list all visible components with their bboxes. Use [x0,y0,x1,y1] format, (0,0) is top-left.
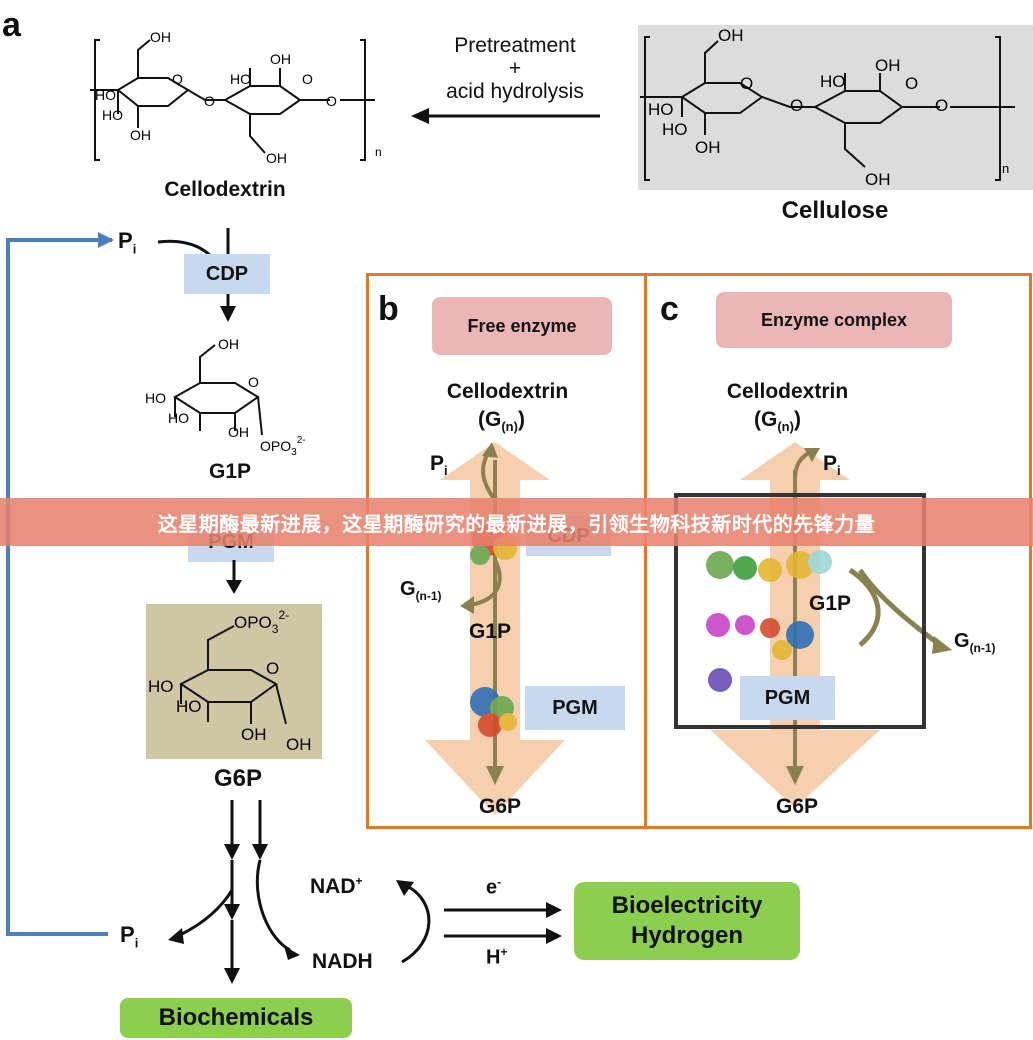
pgm-arrow-left [226,560,242,594]
svg-text:HO: HO [662,120,688,139]
svg-text:O: O [248,374,259,390]
h-plus-label: H+ [486,945,508,969]
svg-text:O: O [790,96,803,115]
panel-letter-c: c [660,290,679,328]
biochemicals-box: Biochemicals [120,998,352,1038]
svg-text:OH: OH [286,735,312,754]
svg-text:OH: OH [130,127,151,143]
enzyme-complex-title: Enzyme complex [716,292,952,348]
panel-c-flow [674,442,952,808]
headline-banner: 这星期酶最新进展，这星期酶研究的最新进展，引领生物科技新时代的先锋力量 [0,498,1033,546]
svg-text:O: O [935,96,948,115]
oh-label: OH [150,29,171,45]
pi-label-b: Pi [430,452,448,479]
svg-text:OPO32-: OPO32- [234,608,289,636]
svg-text:HO: HO [148,677,174,696]
svg-text:n: n [1002,161,1009,176]
g-n-label-c: (G(n)) [754,408,801,435]
svg-text:O: O [266,659,279,678]
g-n-minus-1-label-c: G(n-1) [954,630,996,655]
g1p-label-b: G1P [468,620,512,643]
g6p-structure-box [146,604,322,759]
svg-text:O: O [905,74,918,93]
nadh-label: NADH [312,950,373,973]
svg-text:OH: OH [266,150,287,166]
g6p-structure: OPO32- HO HO OH O OH [148,608,312,754]
svg-text:OH: OH [218,336,239,352]
hydrolysis-arrow [411,108,600,124]
cellulose-label: Cellulose [781,197,889,224]
panel-divider [644,273,647,829]
cellulose-structure: OH HO HO OH O O HO OH O O OH n [640,26,1015,189]
panel-bc-frame [366,273,1032,829]
pretreatment-text: Pretreatment + acid hydrolysis [446,34,584,104]
nad-label: NAD+ [310,874,363,898]
cellodextrin-label-c: Cellodextrin [726,380,849,403]
svg-text:OH: OH [695,138,721,157]
g6p-label-b: G6P [478,795,522,818]
svg-text:HO: HO [230,71,251,87]
svg-text:O: O [740,74,753,93]
g6p-label-c: G6P [775,795,819,818]
g1p-label-left: G1P [208,460,252,483]
pi-label-c: Pi [823,452,841,479]
pgm-box-b: PGM [525,686,625,730]
cellodextrin-label-b: Cellodextrin [446,380,569,403]
g1p-label-c: G1P [808,592,852,615]
svg-text:OH: OH [241,725,267,744]
pi-bottom-label: Pi [120,922,139,951]
svg-text:HO: HO [820,72,846,91]
g6p-label-left: G6P [213,765,263,792]
svg-text:HO: HO [176,697,202,716]
svg-text:HO: HO [95,87,116,103]
svg-text:HO: HO [648,100,674,119]
svg-text:OPO32-: OPO32- [260,435,306,455]
svg-text:O: O [302,71,313,87]
svg-text:HO: HO [102,107,123,123]
svg-text:HO: HO [168,410,189,426]
bioelectricity-hydrogen-box: Bioelectricity Hydrogen [574,882,800,960]
panel-letter-b: b [378,290,399,328]
svg-text:OH: OH [270,51,291,67]
svg-text:OH: OH [875,56,901,75]
enzyme-complex-proteins [706,550,832,692]
free-enzyme-title: Free enzyme [432,297,612,355]
svg-text:HO: HO [145,390,166,406]
cellodextrin-structure: OH HO HO OH O O HO OH O O OH n [90,29,382,166]
svg-text:O: O [172,71,183,87]
g-n-minus-1-label-b: G(n-1) [400,578,442,603]
electron-arrows [444,902,562,944]
svg-text:n: n [375,145,382,159]
nad-cycle-arrow [396,880,431,964]
pi-feedback-line [6,232,114,936]
enzyme-pgm-protein [470,687,517,737]
g1p-structure: OH HO HO OH O OPO32- [145,336,306,455]
cellodextrin-label: Cellodextrin [164,178,286,201]
svg-text:OH: OH [718,26,744,45]
panel-letter-a: a [2,6,21,44]
e-minus-label: e- [486,875,502,899]
pgm-box-c: PGM [740,676,835,720]
pi-top-label: Pi [118,228,137,257]
g-n-label-b: (G(n)) [478,408,525,435]
svg-text:OH: OH [228,424,249,440]
svg-text:O: O [204,93,215,109]
cdp-box-left: CDP [184,254,270,294]
svg-text:OH: OH [865,170,891,189]
svg-text:O: O [326,93,337,109]
g6p-downstream-arrows [168,800,300,984]
